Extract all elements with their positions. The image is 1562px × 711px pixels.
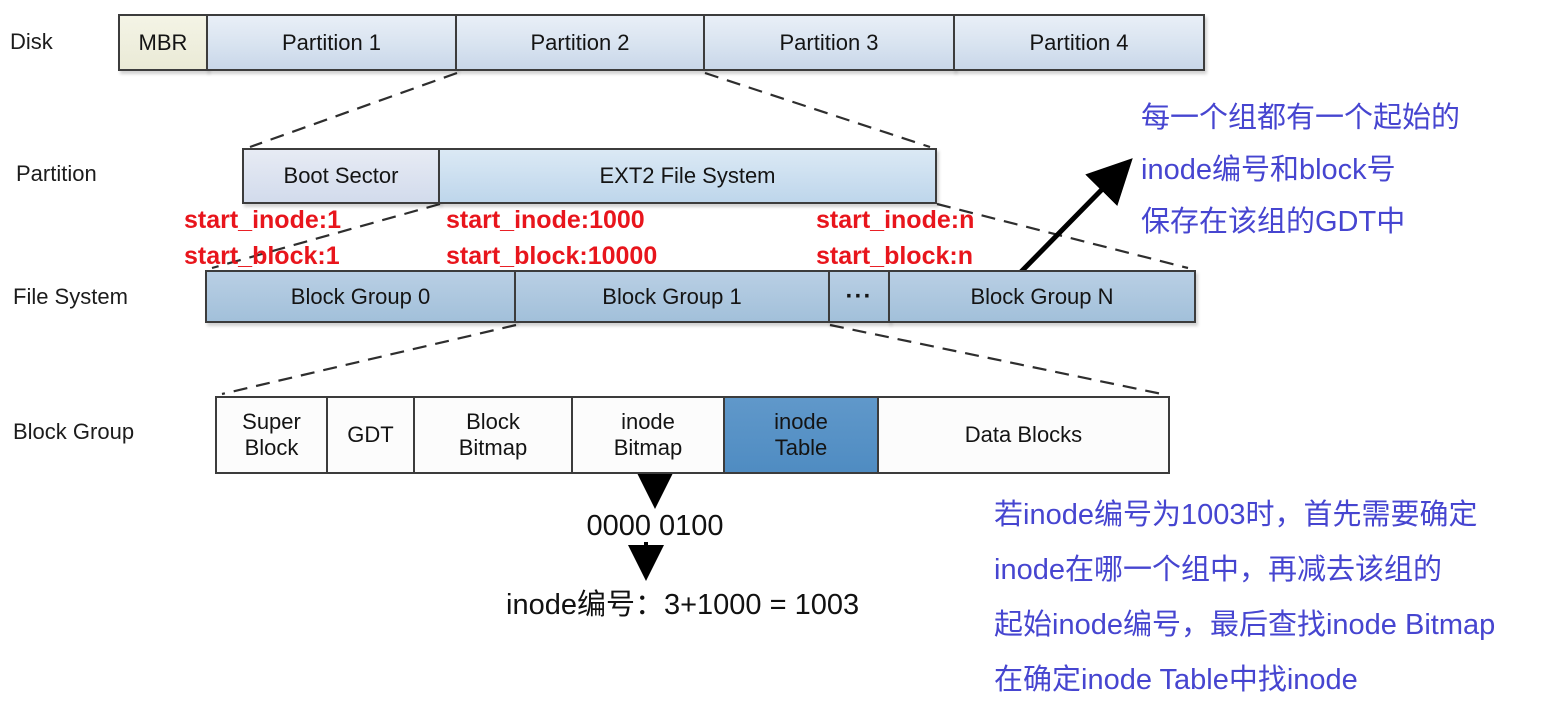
partition-box-boot-sector: Boot Sector [242,148,440,204]
bitmap-value-text: 0000 0100 [586,510,724,542]
dashed-connector-partition-right [704,71,931,149]
disk-box-mbr: MBR [118,14,208,71]
lookup-note-line-2: inode在哪一个组中，再减去该组的 [994,554,1442,586]
start-label-group-0: start_inode:1 start_block:1 [184,202,341,274]
fs-box-block-group-1: Block Group 1 [514,270,830,323]
bg-cell-gdt: GDT [326,396,415,474]
start-inode-0: start_inode:1 [184,206,341,234]
lookup-note-line-1: 若inode编号为1003时，首先需要确定 [994,499,1478,531]
bg-cell-super-block: Super Block [215,396,328,474]
dashed-connector-blockgroup-left [221,323,517,396]
row-label-disk: Disk [10,29,53,54]
fs-box-block-group-0: Block Group 0 [205,270,516,323]
bg-cell-inode-table: inode Table [723,396,879,474]
start-label-group-1: start_inode:1000 start_block:10000 [446,202,657,274]
disk-box-partition-2: Partition 2 [455,14,705,71]
gdt-note-line-3: 保存在该组的GDT中 [1141,206,1406,238]
gdt-note-line-1: 每一个组都有一个起始的 [1141,102,1461,134]
bg-cell-inode-bitmap: inode Bitmap [571,396,725,474]
inode-table-label: inode Table [774,409,828,460]
dashed-connector-partition-left [249,71,458,149]
start-inode-n: start_inode:n [816,206,975,234]
lookup-note-line-3: 起始inode编号，最后查找inode Bitmap [994,609,1496,641]
fs-box-ellipsis: ··· [828,270,890,323]
disk-box-partition-1: Partition 1 [206,14,457,71]
row-label-blockgroup: Block Group [13,419,135,444]
lookup-note-line-4: 在确定inode Table中找inode [994,664,1358,696]
start-block-0: start_block:1 [184,242,340,270]
start-label-group-n: start_inode:n start_block:n [816,202,974,274]
start-block-n: start_block:n [816,242,973,270]
partition-box-ext2: EXT2 File System [438,148,937,204]
start-inode-1: start_inode:1000 [446,206,645,234]
disk-box-partition-4: Partition 4 [953,14,1205,71]
dashed-connector-blockgroup-right [829,323,1163,396]
gdt-note: 每一个组都有一个起始的 inode编号和block号 保存在该组的GDT中 [1141,92,1460,248]
disk-box-partition-3: Partition 3 [703,14,955,71]
gdt-note-line-2: inode编号和block号 [1141,154,1396,186]
bg-cell-block-bitmap: Block Bitmap [413,396,573,474]
block-bitmap-label: Block Bitmap [458,409,528,460]
inode-formula-text: inode编号：3+1000 = 1003 [506,589,860,621]
inode-bitmap-label: inode Bitmap [613,409,683,460]
row-label-filesystem: File System [13,284,128,309]
inode-lookup-note: 若inode编号为1003时，首先需要确定 inode在哪一个组中，再减去该组的… [994,488,1495,708]
row-label-partition: Partition [16,161,97,186]
super-block-label: Super Block [242,409,301,460]
bg-cell-data-blocks: Data Blocks [877,396,1170,474]
note-pointer-arrow [1014,158,1133,279]
start-block-1: start_block:10000 [446,242,658,270]
fs-box-block-group-n: Block Group N [888,270,1196,323]
